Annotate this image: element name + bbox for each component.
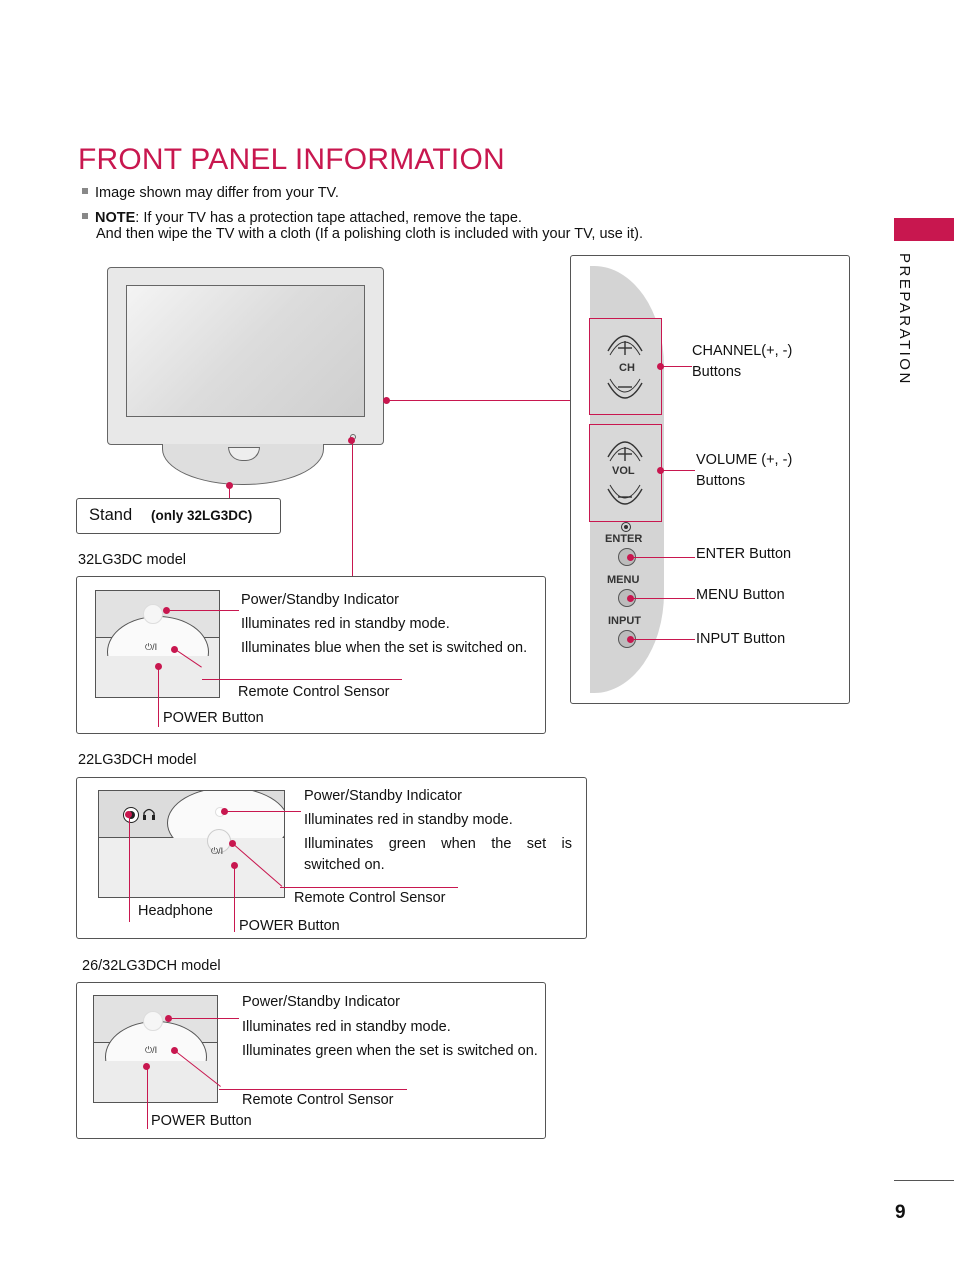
power-symbol-icon: ⏻/I — [211, 846, 224, 856]
side-control-panel: CH VOL ENTER MENU INPUT CHANNEL(+, -) Bu… — [570, 255, 850, 704]
note-1-text: Image shown may differ from your TV. — [95, 185, 339, 201]
power-symbol-icon: ⏻/I — [145, 1045, 158, 1055]
model-1-bezel-illustration: ⏻/I — [95, 590, 220, 698]
section-tab-marker — [894, 218, 954, 241]
tv-screen — [126, 285, 365, 417]
enter-marker-icon — [621, 522, 631, 532]
headphone-icon — [143, 808, 155, 820]
enter-label: ENTER — [605, 533, 643, 545]
model-2-sensor-label: Remote Control Sensor — [294, 890, 446, 906]
model-1-indicator-line-1: Illuminates red in standby mode. — [241, 616, 450, 632]
model-2-indicator-label: Power/Standby Indicator — [304, 788, 462, 804]
model-3-indicator-line-1: Illuminates red in standby mode. — [242, 1019, 451, 1035]
model-3-indicator-description: Illuminates red in standby mode. Illumin… — [242, 1017, 538, 1062]
model-2-power-label: POWER Button — [239, 918, 340, 934]
model-1-power-label: POWER Button — [163, 710, 264, 726]
volume-buttons-label-1: VOLUME (+, -) — [696, 452, 793, 468]
menu-button-label: MENU Button — [696, 587, 785, 603]
input-button-label: INPUT Button — [696, 631, 786, 647]
volume-buttons-label-2: Buttons — [696, 473, 746, 489]
model-2-panel: ⏻/I Power/Standby Indicator Illuminates … — [76, 777, 587, 939]
section-label: PREPARATION — [896, 253, 913, 386]
note-2-line-2: And then wipe the TV with a cloth (If a … — [96, 226, 643, 242]
note-2-text: : If your TV has a protection tape attac… — [135, 210, 522, 226]
model-2-indicator-line-1: Illuminates red in standby mode. — [304, 812, 513, 828]
channel-rocker[interactable]: CH — [589, 318, 662, 415]
model-1-sensor-window — [143, 604, 163, 624]
model-3-heading: 26/32LG3DCH model — [82, 958, 221, 974]
model-3-sensor-label: Remote Control Sensor — [242, 1092, 394, 1108]
input-label: INPUT — [608, 615, 641, 627]
model-2-heading: 22LG3DCH model — [78, 752, 197, 768]
model-2-indicator-description: Illuminates red in standby mode. Illumin… — [304, 810, 572, 876]
stand-label: Stand — [89, 506, 133, 524]
page-number: 9 — [895, 1202, 906, 1223]
tv-front-illustration — [107, 267, 384, 445]
channel-buttons-label-1: CHANNEL(+, -) — [692, 343, 793, 359]
model-3-power-label: POWER Button — [151, 1113, 252, 1129]
enter-button-label: ENTER Button — [696, 546, 792, 562]
power-symbol-icon: ⏻/I — [145, 642, 158, 652]
model-3-sensor-window — [143, 1011, 163, 1031]
stand-note: (only 32LG3DC) — [151, 508, 253, 523]
channel-buttons-label-2: Buttons — [692, 364, 742, 380]
model-1-panel: ⏻/I Power/Standby Indicator Illuminates … — [76, 576, 546, 734]
volume-rocker[interactable]: VOL — [589, 424, 662, 522]
model-2-indicator-line-2: Illuminates green when the set is switch… — [304, 836, 572, 873]
note-protection-tape: NOTE: If your TV has a protection tape a… — [82, 210, 522, 226]
model-3-indicator-line-2: Illuminates green when the set is switch… — [242, 1043, 538, 1059]
bullet-icon — [82, 213, 88, 220]
model-3-bezel-illustration: ⏻/I — [93, 995, 218, 1103]
model-1-indicator-label: Power/Standby Indicator — [241, 592, 399, 608]
note-image-differs: Image shown may differ from your TV. — [82, 185, 339, 201]
model-2-headphone-label: Headphone — [138, 903, 213, 919]
model-3-indicator-label: Power/Standby Indicator — [242, 994, 400, 1010]
model-1-indicator-line-2: Illuminates blue when the set is switche… — [241, 640, 528, 656]
model-1-heading: 32LG3DC model — [78, 552, 186, 568]
model-3-panel: ⏻/I Power/Standby Indicator Illuminates … — [76, 982, 546, 1139]
ch-label: CH — [619, 362, 635, 374]
model-2-bezel-illustration: ⏻/I — [98, 790, 285, 898]
note-2-bold: NOTE — [95, 210, 136, 226]
menu-label: MENU — [607, 574, 640, 586]
bullet-icon — [82, 188, 88, 195]
channel-up-down-icon — [607, 335, 643, 399]
page-title: FRONT PANEL INFORMATION — [78, 143, 505, 176]
volume-up-down-icon — [607, 441, 643, 505]
vol-label: VOL — [612, 465, 635, 477]
model-1-sensor-label: Remote Control Sensor — [238, 684, 390, 700]
page-number-rule — [894, 1180, 954, 1181]
stand-callout: Stand (only 32LG3DC) — [76, 498, 281, 534]
